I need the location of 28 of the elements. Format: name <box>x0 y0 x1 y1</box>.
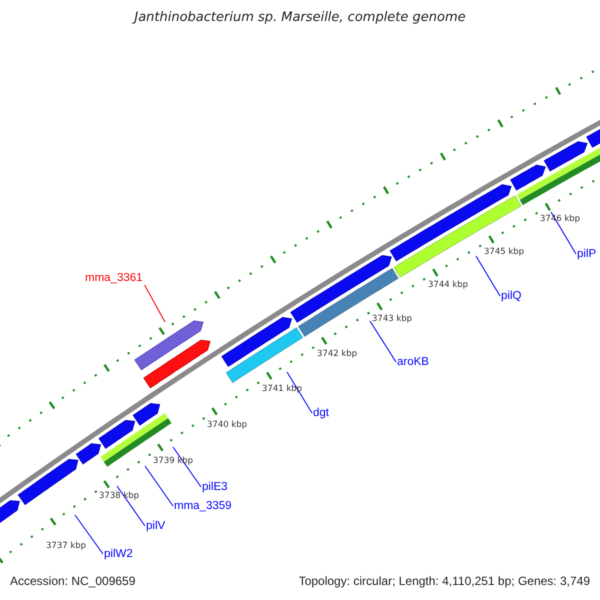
leader-line <box>116 486 146 526</box>
leader-line <box>286 372 312 414</box>
title: Janthinobacterium sp. Marseille, complete genome <box>131 10 467 26</box>
genome-map-drawing <box>0 70 600 564</box>
tick-label: 3743 kbp <box>372 314 412 324</box>
leader-line <box>476 256 500 296</box>
gene-label: dgt <box>313 406 329 420</box>
leader-line <box>144 466 174 506</box>
tick-label: 3742 kbp <box>317 349 358 359</box>
leader-line <box>172 446 202 488</box>
tick-label: 3740 kbp <box>207 420 248 430</box>
gene-label: mma_3359 <box>174 499 232 513</box>
gene-label: mma_3361 <box>85 271 143 285</box>
gene-label: pilE3 <box>202 480 228 494</box>
leader-line <box>74 514 104 554</box>
gene-label: pilP <box>577 247 596 261</box>
tick-label: 3745 kbp <box>484 247 524 257</box>
gene-label: aroKB <box>397 355 429 369</box>
tick-label: 3738 kbp <box>99 491 140 501</box>
gene-label: pilV <box>146 519 166 533</box>
leader-line <box>144 284 166 322</box>
tick-label: 3737 kbp <box>46 541 86 551</box>
accession-label: Accession: NC_009659 <box>10 574 136 588</box>
gene-label: pilW2 <box>104 547 133 561</box>
gene-label: pilQ <box>501 289 522 303</box>
leader-line <box>370 320 396 362</box>
genome-summary: Topology: circular; Length: 4,110,251 bp; Genes: 3,749 <box>298 574 590 588</box>
tick-label: 3744 kbp <box>428 280 468 290</box>
